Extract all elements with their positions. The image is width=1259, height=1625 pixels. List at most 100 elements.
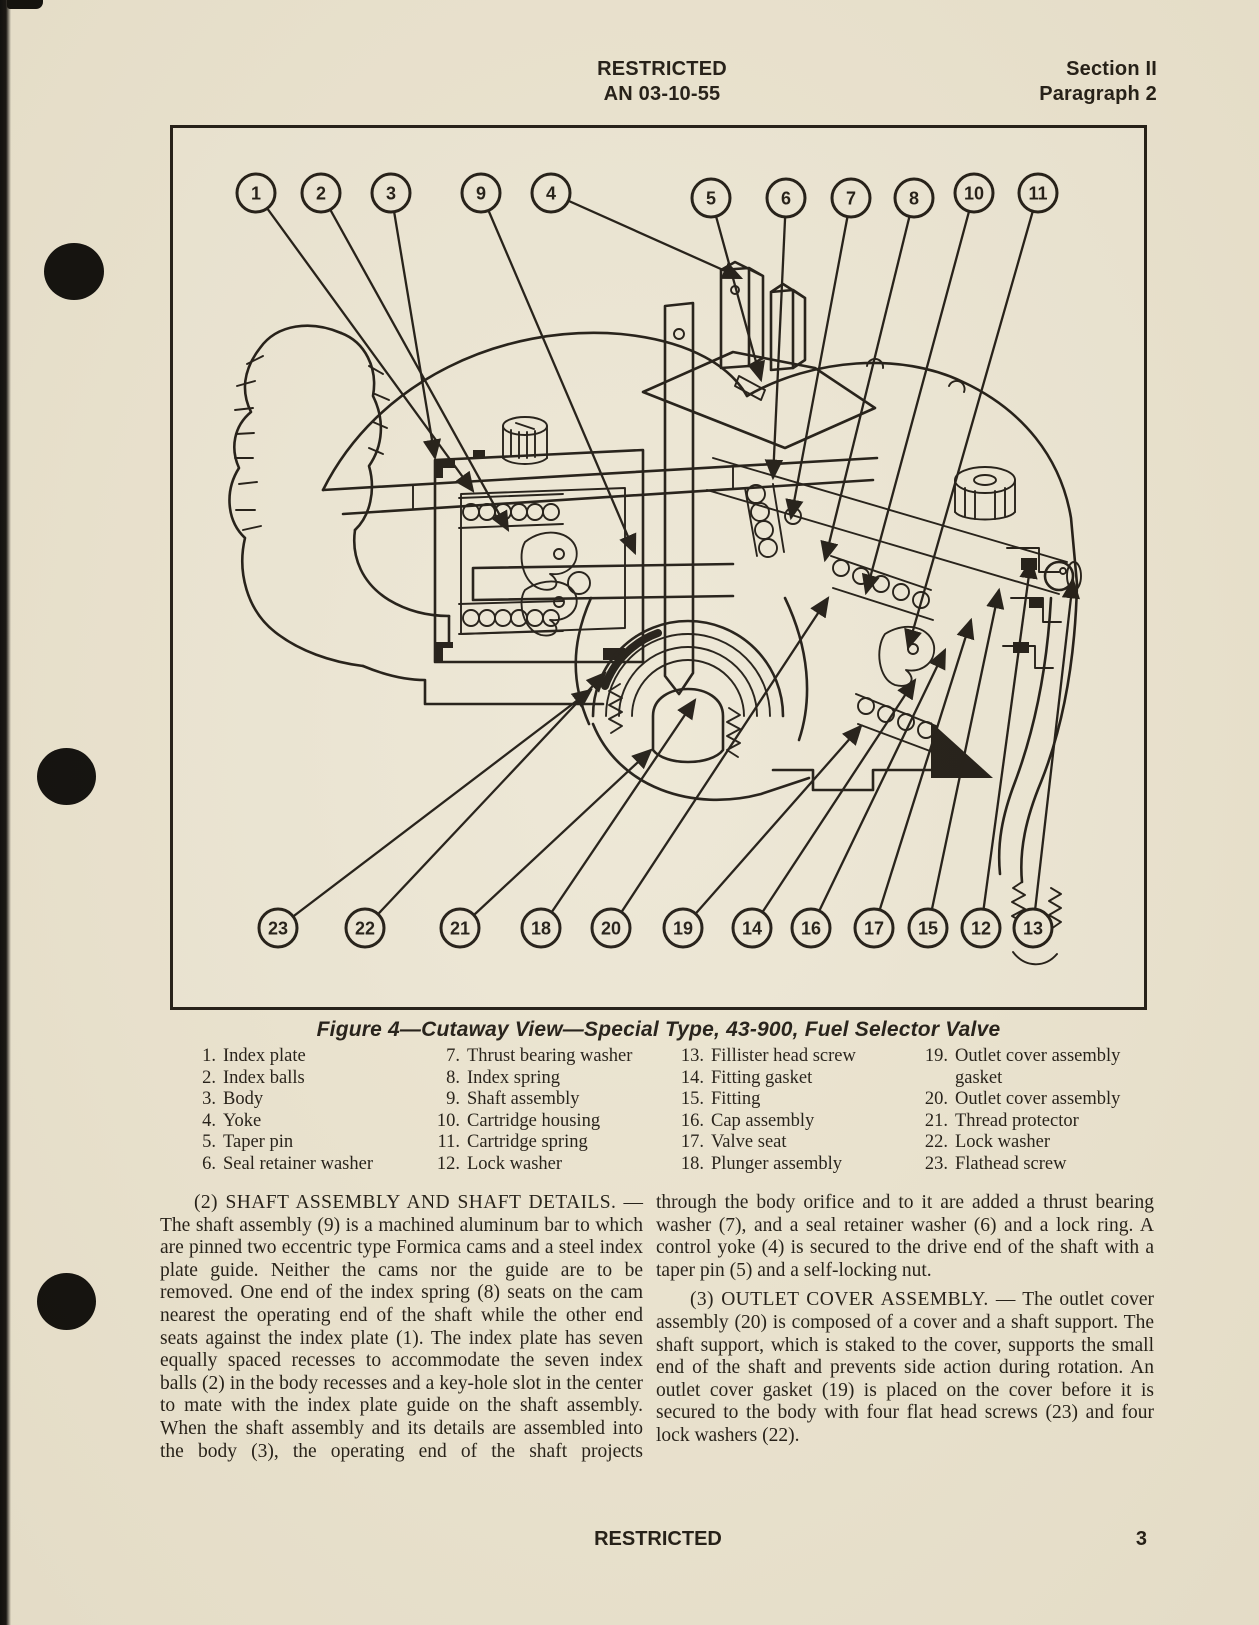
leader-line-5: [709, 197, 765, 383]
callout-2: [300, 172, 342, 214]
part-number: 4.: [202, 1110, 216, 1131]
plunger-assembly: [651, 687, 725, 764]
scan-edge-shadow: [0, 0, 11, 1625]
leader-line-12: [979, 557, 1038, 929]
part-number: 1.: [202, 1046, 216, 1066]
index-spring-bottom: [458, 600, 564, 635]
outlet-boss: [954, 466, 1016, 521]
callout-7: [830, 177, 872, 219]
parts-list-item: 13.Fillister head screw: [674, 1046, 912, 1068]
part-label: Flathead screw: [955, 1153, 1067, 1174]
part-label: Seal retainer washer: [223, 1153, 373, 1174]
leader-line-6: [764, 197, 788, 481]
part-number: 10.: [436, 1110, 460, 1131]
part-number: 9.: [446, 1089, 460, 1109]
thread-protector-fitting: [228, 324, 605, 706]
leader-line-17: [872, 617, 975, 929]
callout-5: [690, 177, 732, 219]
callout-number: 21: [450, 919, 470, 939]
paragraph-outlet-cover: (3) OUTLET COVER ASSEMBLY. — The outlet …: [656, 1289, 1154, 1447]
part-number: 8.: [446, 1067, 460, 1088]
parts-list-item: 3.Body: [186, 1089, 424, 1111]
callout-20: [590, 907, 632, 949]
part-number: 2.: [202, 1067, 216, 1088]
callout-number: 19: [673, 919, 693, 939]
paragraph-shaft-assembly: (2) SHAFT ASSEMBLY AND SHAFT DETAILS. —T…: [160, 1192, 643, 1463]
figure-caption: Figure 4—Cutaway View—Special Type, 43-9…: [316, 1018, 1001, 1041]
parts-list-item: 16. Cap assembly: [674, 1111, 912, 1133]
callout-number: 13: [1023, 919, 1043, 939]
callout-number: 4: [546, 184, 556, 204]
binding-hole: [37, 748, 96, 805]
parts-list-item: 21.Thread protector: [918, 1111, 1168, 1133]
callout-number: 16: [801, 919, 821, 939]
callout-6: [765, 177, 807, 219]
callout-number: 20: [601, 919, 621, 939]
part-label: Fitting: [711, 1089, 761, 1109]
scan-corner-mark: [7, 0, 43, 9]
part-number: 7.: [446, 1046, 460, 1066]
part-number: 16.: [680, 1110, 704, 1131]
callout-number: 10: [964, 184, 984, 204]
leader-line-22: [364, 671, 607, 929]
parts-list-item: 8.Index spring: [430, 1068, 668, 1090]
callout-19: [662, 907, 704, 949]
callout-number: 5: [706, 189, 716, 209]
parts-list-item: 18.Plunger assembly: [674, 1154, 912, 1176]
body-text-right-column: through the body orifice and to it are a…: [656, 1192, 1154, 1448]
index-spring-top: [458, 493, 564, 529]
parts-list-item: 5.Taper pin: [186, 1132, 424, 1154]
callout-9: [460, 172, 502, 214]
part-number: 15.: [680, 1089, 704, 1109]
leader-line-13: [1031, 577, 1081, 929]
leader-line-20: [610, 596, 830, 929]
callout-13: [1012, 907, 1054, 949]
callout-number: 15: [918, 919, 938, 939]
parts-list-item: 10.Cartridge housing: [430, 1111, 668, 1133]
page-number: 3: [1135, 1528, 1147, 1550]
parts-list-item: 15. Fitting: [674, 1089, 912, 1111]
header-section: Section II: [1066, 58, 1157, 80]
callout-22: [344, 907, 386, 949]
leader-line-15: [926, 587, 1005, 929]
callout-number: 2: [316, 184, 326, 204]
paragraph-3-heading: (3) OUTLET COVER ASSEMBLY. —: [690, 1289, 1016, 1311]
callout-number: 7: [846, 189, 856, 209]
leader-line-3: [389, 192, 442, 461]
leader-line-8: [820, 197, 916, 563]
parts-list-item: 2.Index balls: [186, 1068, 424, 1090]
leader-line-11: [904, 192, 1040, 651]
header-restricted: RESTRICTED: [597, 58, 727, 80]
threaded-dome-center: [574, 596, 811, 802]
paragraph-2-heading: (2) SHAFT ASSEMBLY AND SHAFT DETAILS.: [194, 1192, 617, 1213]
callout-number: 9: [476, 184, 486, 204]
part-label: Thrust bearing washer: [467, 1046, 633, 1066]
paragraph-2-text: —The shaft assembly (9) is a machined al…: [160, 1192, 644, 1462]
part-number: 22.: [924, 1132, 948, 1152]
index-spring-coil: [744, 483, 802, 558]
callout-21: [439, 907, 481, 949]
header-paragraph: Paragraph 2: [1039, 83, 1157, 105]
part-number: 23.: [924, 1153, 948, 1174]
leader-line-1: [255, 192, 475, 493]
callout-23: [257, 907, 299, 949]
callout-number: 23: [268, 919, 288, 939]
parts-list-item: 9. Shaft assembly: [430, 1089, 668, 1111]
part-label: Cap assembly: [711, 1110, 815, 1131]
callout-10: [953, 172, 995, 214]
part-number: 17.: [680, 1132, 704, 1152]
part-number: 12.: [436, 1153, 460, 1174]
body-text-left-column: (2) SHAFT ASSEMBLY AND SHAFT DETAILS. —T…: [160, 1192, 643, 1463]
part-label: Shaft assembly: [467, 1089, 580, 1109]
leader-line-9: [479, 192, 637, 556]
paragraph-3-text: The outlet cover assembly (20) is compos…: [656, 1289, 1154, 1446]
part-label: Fitting gasket: [711, 1067, 813, 1088]
part-number: 13.: [680, 1046, 704, 1066]
shaft-assembly-bar: [471, 562, 735, 602]
callout-leader-lines: [255, 191, 1081, 929]
part-label: Yoke: [223, 1110, 262, 1131]
callout-8: [893, 177, 935, 219]
